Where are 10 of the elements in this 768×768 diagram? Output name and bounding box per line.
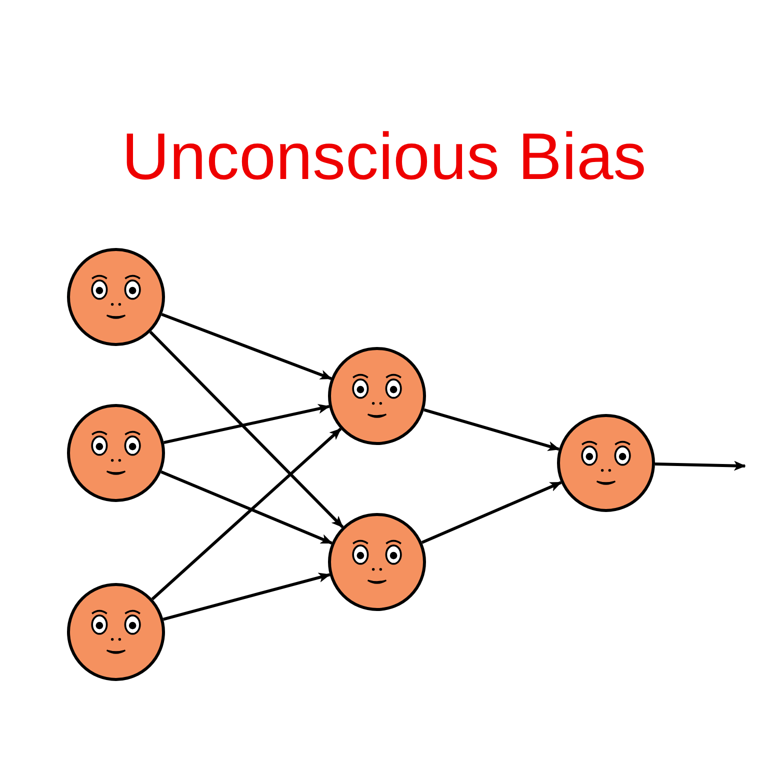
arrow <box>164 404 330 444</box>
arrow <box>151 428 342 600</box>
arrow <box>421 481 562 544</box>
arrow <box>149 330 344 528</box>
arrow <box>160 470 333 544</box>
arrow <box>654 460 746 471</box>
arrow <box>162 572 331 621</box>
arrow <box>424 408 560 451</box>
title: Unconscious Bias <box>120 118 648 194</box>
arrow <box>161 312 332 380</box>
